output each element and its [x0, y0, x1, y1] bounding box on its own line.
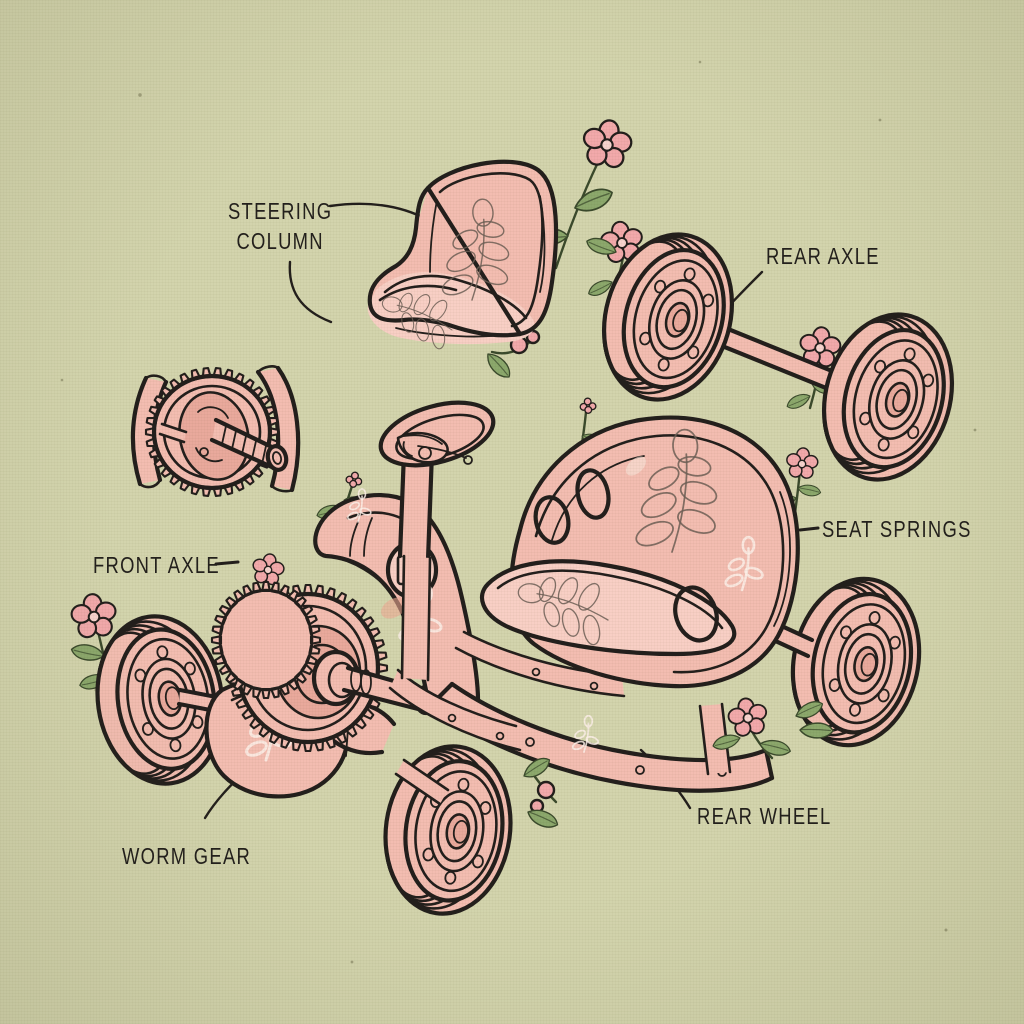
label-front-axle: FRONT AXLE — [93, 552, 220, 579]
flower-decoration — [710, 694, 793, 760]
label-line-1: REAR WHEEL — [697, 803, 832, 829]
front-right-linkage — [394, 758, 450, 806]
berry-sprig — [519, 754, 561, 834]
label-line-1: STEERING — [228, 198, 333, 224]
leader-front-axle — [214, 560, 240, 566]
part-steering-column-assembly — [130, 365, 301, 497]
label-seat-springs: SEAT SPRINGS — [822, 516, 972, 543]
label-line-1: FRONT AXLE — [93, 552, 220, 578]
label-rear-wheel: REAR WHEEL — [697, 803, 831, 830]
part-mounted-seat — [479, 415, 800, 689]
label-steering-column: STEERING COLUMN — [228, 196, 332, 257]
label-line-1: WORM GEAR — [122, 843, 252, 869]
label-worm-gear: WORM GEAR — [122, 843, 251, 870]
worm-screw-shaft — [209, 417, 289, 472]
label-line-2: COLUMN — [236, 228, 324, 255]
part-detached-seat — [367, 116, 636, 383]
label-rear-axle: REAR AXLE — [766, 243, 880, 270]
label-line-1: REAR AXLE — [766, 243, 880, 269]
part-steering-wheel — [378, 400, 496, 563]
part-rear-axle-assembly — [584, 219, 970, 495]
label-line-1: SEAT SPRINGS — [822, 516, 972, 542]
worm-gear-wheel — [144, 367, 280, 497]
leader-steering-3 — [288, 260, 333, 324]
flower-decoration — [530, 116, 636, 270]
leader-seat-springs — [798, 526, 820, 532]
